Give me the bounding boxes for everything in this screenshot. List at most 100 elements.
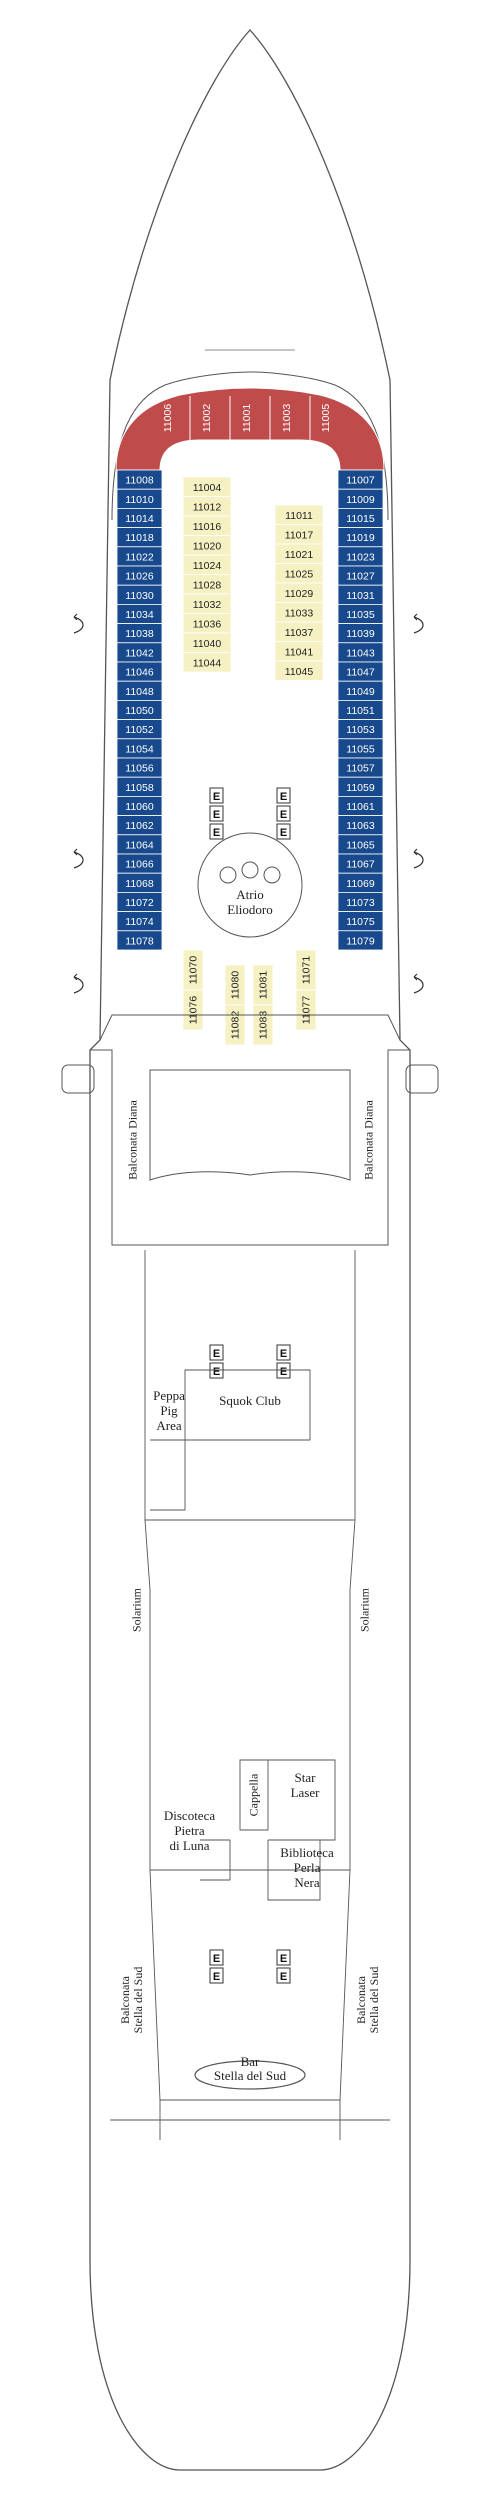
cabin-11019[interactable]: 11019: [337, 527, 384, 548]
cabin-11015[interactable]: 11015: [337, 507, 384, 528]
cabin-11047[interactable]: 11047: [337, 661, 384, 682]
cabin-number: 11076: [188, 996, 200, 1025]
cabin-11021[interactable]: 11021: [274, 543, 324, 564]
cabin-11032[interactable]: 11032: [182, 593, 232, 614]
cabin-11057[interactable]: 11057: [337, 757, 384, 778]
cabin-11055[interactable]: 11055: [337, 738, 384, 759]
cabin-11024[interactable]: 11024: [182, 554, 232, 575]
cabin-11037[interactable]: 11037: [274, 621, 324, 642]
cabin-11016[interactable]: 11016: [182, 515, 232, 536]
cabin-11062[interactable]: 11062: [116, 815, 163, 836]
cabin-11072[interactable]: 11072: [116, 892, 163, 913]
cabin-11080[interactable]: 11080: [224, 964, 246, 1006]
cabin-11045[interactable]: 11045: [274, 660, 324, 681]
suite-cabin-11003[interactable]: 11003: [281, 404, 293, 433]
cabin-11053[interactable]: 11053: [337, 719, 384, 740]
cabin-11011[interactable]: 11011: [274, 504, 324, 525]
cabin-11027[interactable]: 11027: [337, 565, 384, 586]
cabin-11042[interactable]: 11042: [116, 642, 163, 663]
cabin-11010[interactable]: 11010: [116, 488, 163, 509]
cabin-11040[interactable]: 11040: [182, 632, 232, 653]
cabin-number: 11077: [301, 996, 313, 1025]
cabin-11023[interactable]: 11023: [337, 546, 384, 567]
svg-text:E: E: [280, 1348, 287, 1360]
cabin-11058[interactable]: 11058: [116, 776, 163, 797]
suite-cabin-11005[interactable]: 11005: [320, 404, 332, 433]
cabin-11078[interactable]: 11078: [116, 930, 163, 951]
cabin-box: [274, 660, 324, 681]
cabin-11052[interactable]: 11052: [116, 719, 163, 740]
peppa-line2: Pig: [160, 1403, 178, 1418]
cabin-11026[interactable]: 11026: [116, 565, 163, 586]
cabin-11018[interactable]: 11018: [116, 527, 163, 548]
cabin-11007[interactable]: 11007: [337, 469, 384, 490]
cabin-11020[interactable]: 11020: [182, 535, 232, 556]
cabin-11009[interactable]: 11009: [337, 488, 384, 509]
cabin-11038[interactable]: 11038: [116, 623, 163, 644]
cabin-11068[interactable]: 11068: [116, 872, 163, 893]
cabin-number: 11067: [346, 859, 375, 871]
cabin-11076[interactable]: 11076: [182, 989, 204, 1031]
hull-outline: [89, 29, 411, 2471]
cabin-11063[interactable]: 11063: [337, 815, 384, 836]
cabin-11031[interactable]: 11031: [337, 584, 384, 605]
cabin-11044[interactable]: 11044: [182, 652, 232, 673]
cabin-11060[interactable]: 11060: [116, 796, 163, 817]
cabin-11082[interactable]: 11082: [224, 1004, 246, 1046]
cabin-11048[interactable]: 11048: [116, 680, 163, 701]
cabin-11036[interactable]: 11036: [182, 613, 232, 634]
cabin-11083[interactable]: 11083: [252, 1004, 274, 1046]
cabin-11029[interactable]: 11029: [274, 582, 324, 603]
cabin-11073[interactable]: 11073: [337, 892, 384, 913]
cabin-11028[interactable]: 11028: [182, 574, 232, 595]
cabin-11077[interactable]: 11077: [295, 989, 317, 1031]
cabin-11064[interactable]: 11064: [116, 834, 163, 855]
cabin-11070[interactable]: 11070: [182, 949, 204, 991]
cabin-11075[interactable]: 11075: [337, 911, 384, 932]
cabin-11014[interactable]: 11014: [116, 507, 163, 528]
cabin-11081[interactable]: 11081: [252, 964, 274, 1006]
cabin-11030[interactable]: 11030: [116, 584, 163, 605]
discoteca-line2: Pietra: [174, 1823, 205, 1838]
cabin-11004[interactable]: 11004: [182, 476, 232, 497]
cabin-11061[interactable]: 11061: [337, 796, 384, 817]
bar-line2: Stella del Sud: [213, 2068, 287, 2083]
cabin-11039[interactable]: 11039: [337, 623, 384, 644]
cabin-11059[interactable]: 11059: [337, 776, 384, 797]
svg-text:E: E: [280, 1971, 287, 1983]
cabin-11033[interactable]: 11033: [274, 602, 324, 623]
cabin-11067[interactable]: 11067: [337, 853, 384, 874]
cabin-11012[interactable]: 11012: [182, 496, 232, 517]
elevator-icon: E: [209, 1344, 224, 1361]
cabin-11054[interactable]: 11054: [116, 738, 163, 759]
cabin-11046[interactable]: 11046: [116, 661, 163, 682]
cabin-11008[interactable]: 11008: [116, 469, 163, 490]
cabin-11035[interactable]: 11035: [337, 604, 384, 625]
cabin-11079[interactable]: 11079: [337, 930, 384, 951]
suite-cabin-11002[interactable]: 11002: [201, 404, 213, 433]
cabin-11051[interactable]: 11051: [337, 700, 384, 721]
cabin-11043[interactable]: 11043: [337, 642, 384, 663]
cabin-11022[interactable]: 11022: [116, 546, 163, 567]
cabin-11071[interactable]: 11071: [295, 949, 317, 991]
cabin-11034[interactable]: 11034: [116, 604, 163, 625]
cabin-11017[interactable]: 11017: [274, 524, 324, 545]
suite-cabin-11001[interactable]: 11001: [241, 404, 253, 433]
cabin-11056[interactable]: 11056: [116, 757, 163, 778]
cabin-number: 11022: [125, 551, 154, 563]
cabin-11025[interactable]: 11025: [274, 563, 324, 584]
cabin-11074[interactable]: 11074: [116, 911, 163, 932]
cabin-number: 11062: [125, 820, 154, 832]
cabin-11050[interactable]: 11050: [116, 700, 163, 721]
cabin-number: 11060: [125, 801, 154, 813]
discoteca-label: Discoteca Pietra di Luna: [152, 1808, 227, 1853]
cabin-11069[interactable]: 11069: [337, 872, 384, 893]
cabin-number: 11061: [346, 801, 375, 813]
cabin-number: 11079: [346, 935, 375, 947]
cabin-11041[interactable]: 11041: [274, 641, 324, 662]
cabin-11049[interactable]: 11049: [337, 680, 384, 701]
cabin-box: [182, 989, 204, 1031]
suite-cabin-11006[interactable]: 11006: [162, 404, 174, 433]
cabin-11065[interactable]: 11065: [337, 834, 384, 855]
cabin-11066[interactable]: 11066: [116, 853, 163, 874]
